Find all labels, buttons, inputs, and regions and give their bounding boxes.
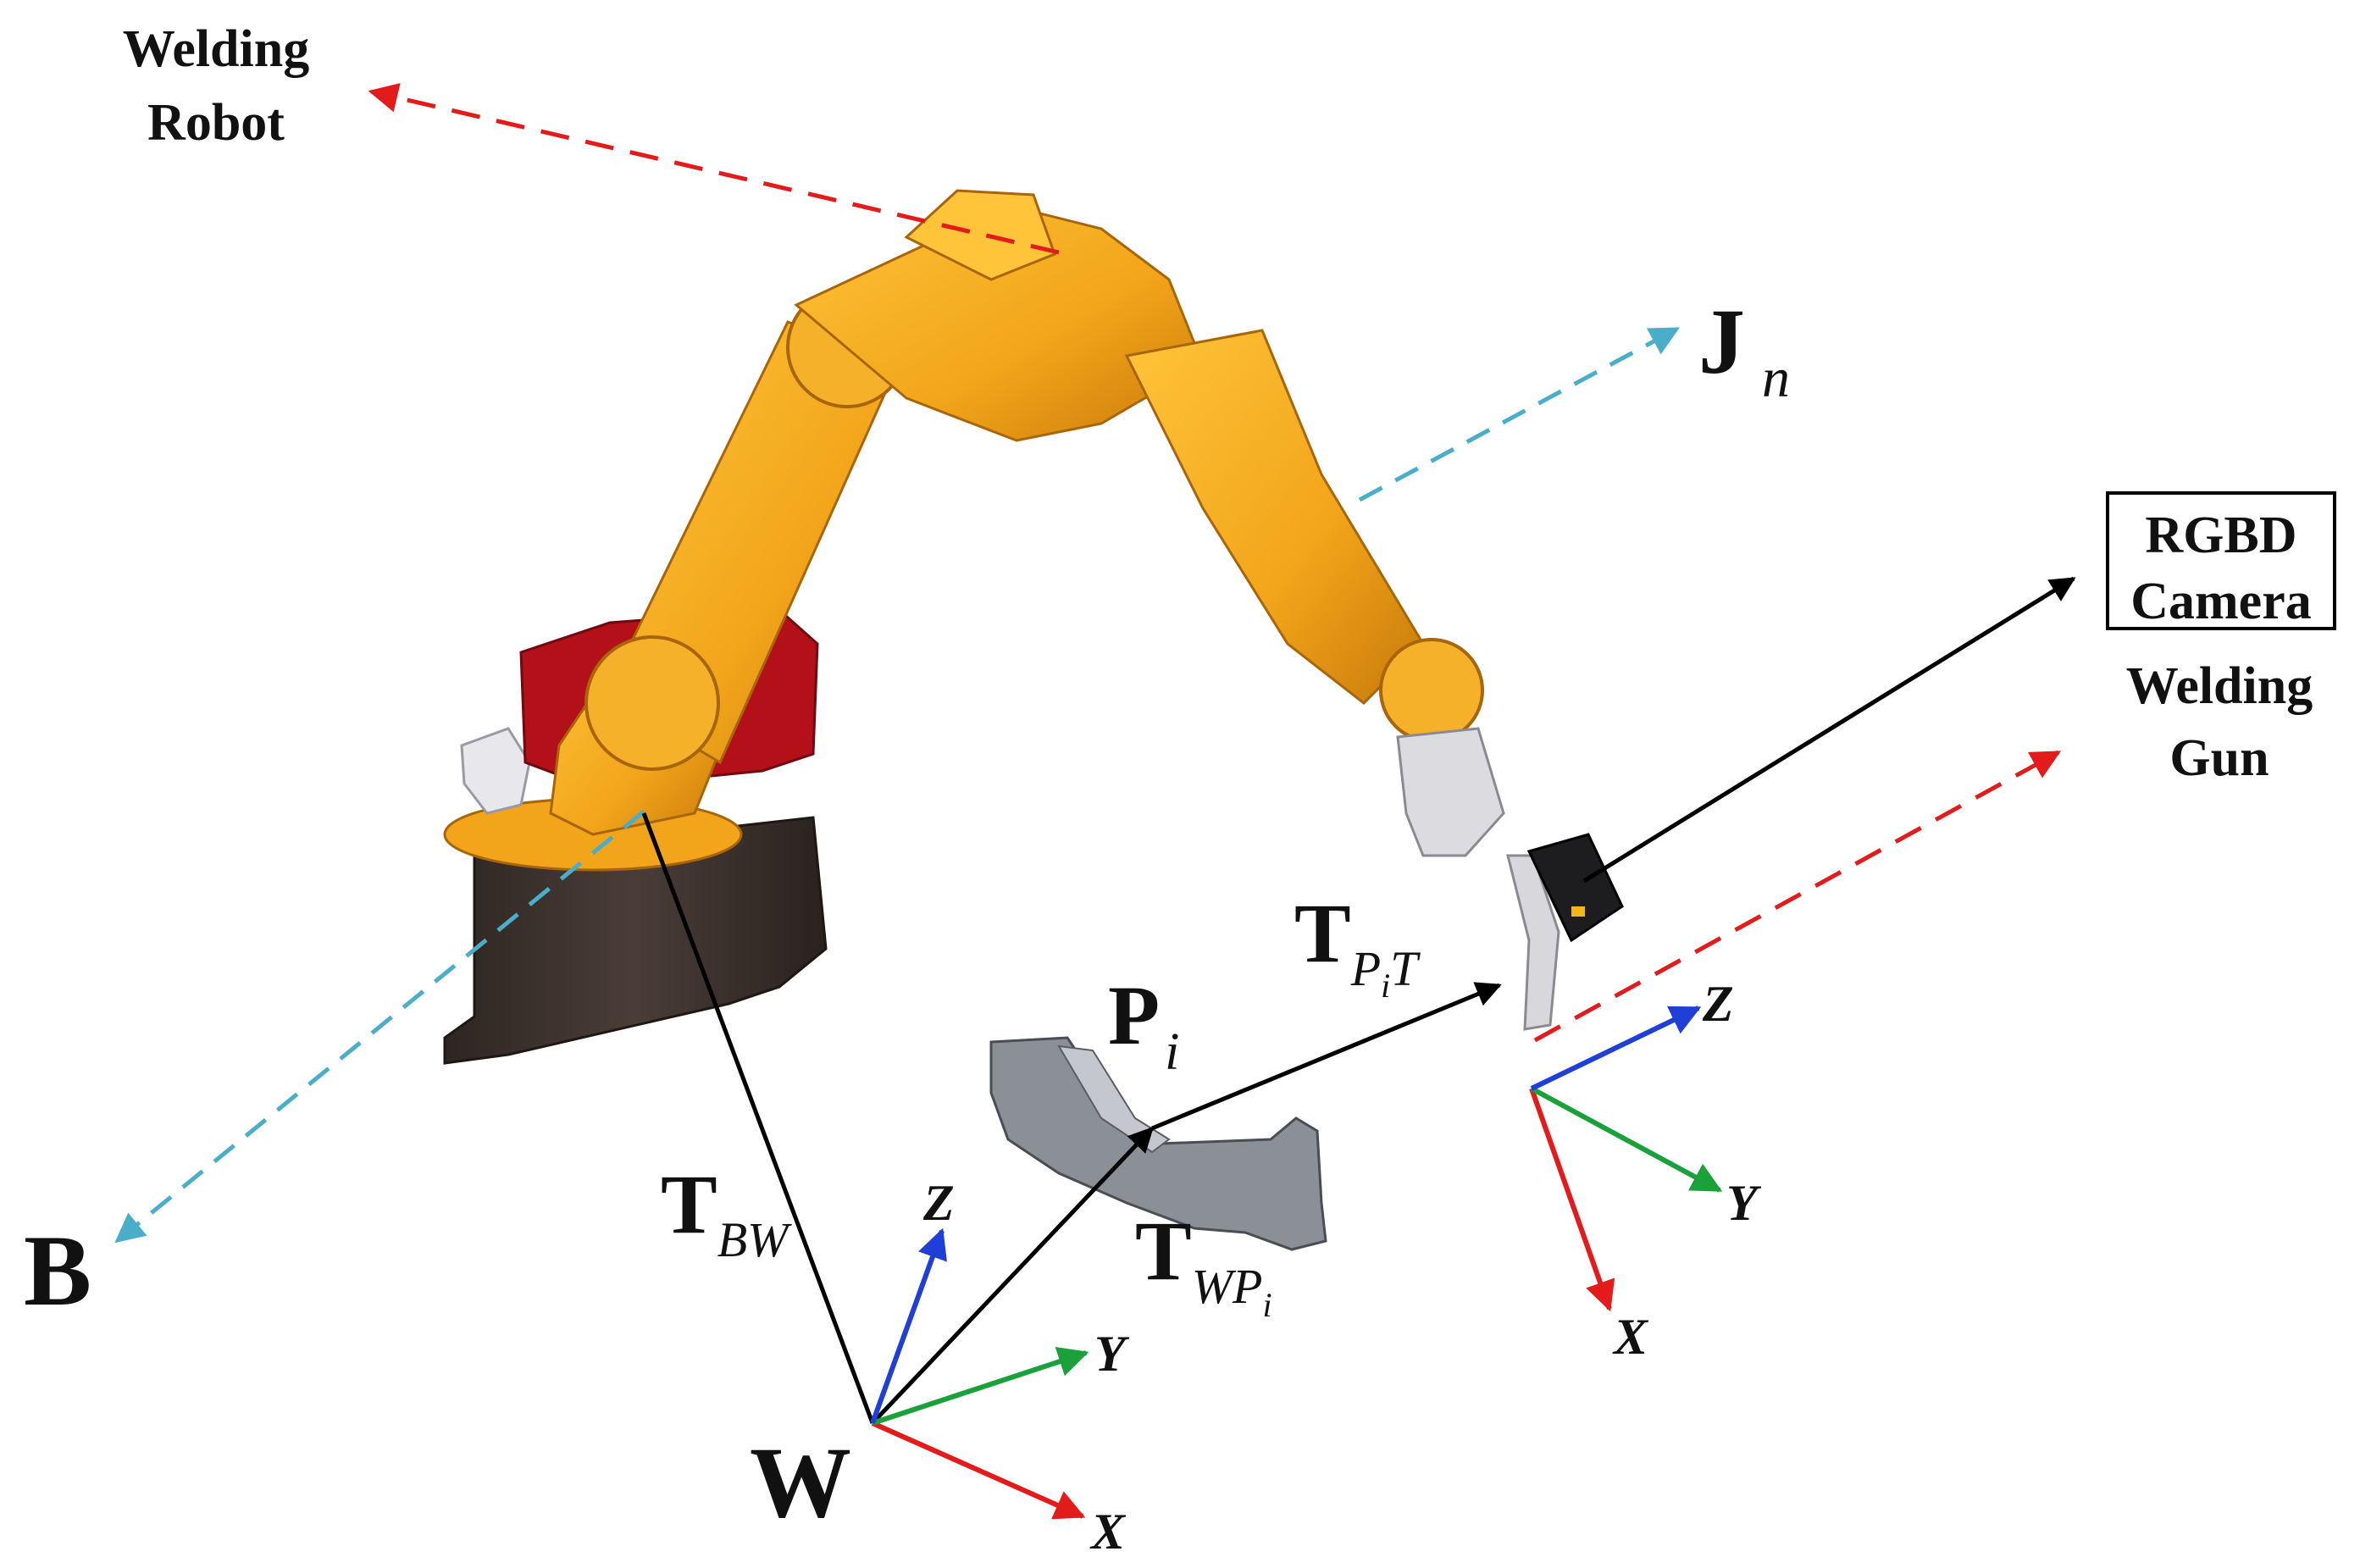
joint-pointer [1358,326,1681,502]
world-frame: X Y Z [870,1175,1130,1560]
robot-base [443,816,828,1065]
workpiece [989,1036,1327,1251]
world-y-axis [872,1347,1089,1426]
tool-x-axis [1529,1087,1615,1312]
welding-robot-pointer [368,83,1060,255]
tool-z-label: Z [1702,976,1734,1032]
world-frame-label: W [750,1426,851,1538]
tool-x-label: X [1612,1309,1649,1365]
world-y-label: Y [1094,1326,1130,1382]
camera-pointer-arrow [1582,576,2076,884]
transform-wp-label: TWPi [1135,1204,1272,1324]
transform-pt-label: TPiT [1294,886,1421,1005]
robot-cable-box [460,727,531,815]
tool-z-axis [1530,1006,1702,1091]
base-frame-label: B [24,1214,91,1327]
rgbd-camera-label-line2: Camera [2130,573,2311,630]
tool-y-axis [1530,1086,1723,1193]
robot-forearm [1124,329,1425,705]
workpiece-channel [1057,1044,1171,1154]
base-pointer [114,810,645,1244]
tool-y-label: Y [1726,1175,1762,1231]
robot-wrist [1379,638,1484,743]
transform-pt-arrow [1151,982,1502,1131]
rgbd-camera-device [1526,833,1624,943]
robot-lower-joint [584,635,720,771]
rgbd-camera-label-line1: RGBD [2145,507,2296,564]
transform-bw-label: TBW [661,1157,792,1267]
world-x-label: X [1089,1504,1127,1560]
welding-robot-label-line2: Robot [147,94,285,152]
robot-illustration [443,189,1624,1065]
camera-sticker [1571,906,1585,917]
world-z-axis [870,1227,947,1425]
rgbd-camera-label-box [2106,491,2336,630]
robot-top-housing [904,189,1056,281]
welding-gun-pointer [1533,750,2062,1043]
robot-bellows [1396,727,1505,857]
world-z-label: Z [922,1175,955,1231]
welding-robot-label-line1: Welding [123,20,310,78]
transform-wp-arrow [871,1126,1155,1425]
part-frame-label: Pi [1108,968,1179,1081]
welding-gun-label-line1: Welding [2126,657,2313,715]
transform-bw-line [641,812,875,1424]
welding-gun-label-line2: Gun [2169,729,2269,787]
tool-frame: X Y Z [1529,976,1762,1365]
world-x-axis [871,1421,1086,1520]
